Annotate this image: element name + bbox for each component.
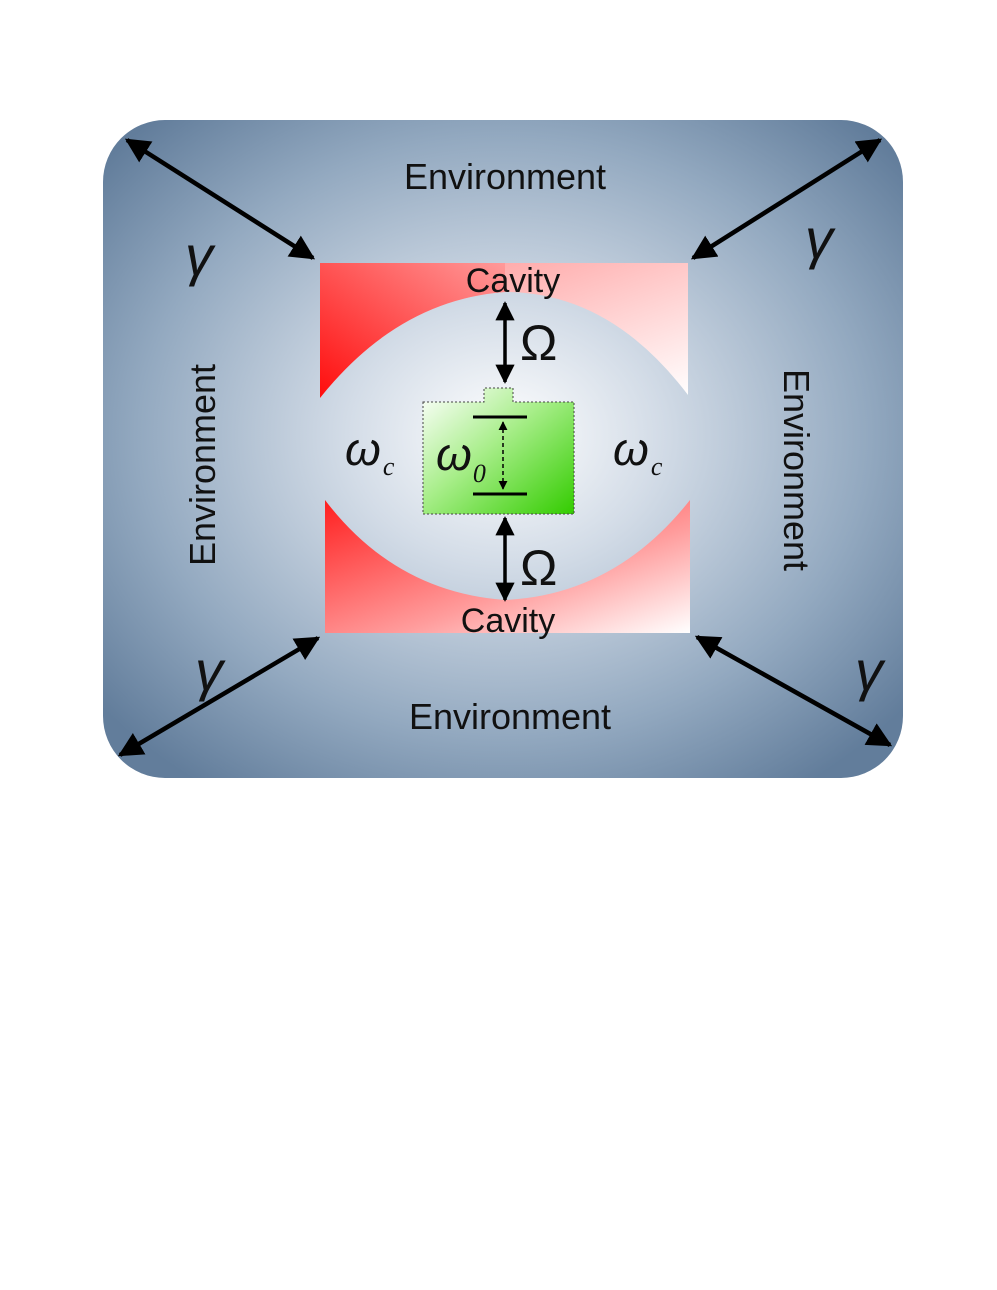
bottom-cavity-mirror xyxy=(325,500,690,633)
top-cavity-mirror xyxy=(320,263,688,398)
decay-arrow-bottom-right xyxy=(694,635,893,747)
coupling-label-top: Ω xyxy=(520,315,557,371)
cavity-frequency-left: ωc xyxy=(345,423,395,481)
cavity-label-top: Cavity xyxy=(466,262,560,300)
coupling-label-bottom: Ω xyxy=(520,540,557,596)
cavity-frequency-right: ωc xyxy=(613,423,663,481)
decay-label-top-left: γ xyxy=(185,224,216,287)
decay-arrow-top-right xyxy=(690,138,883,260)
decay-label-bottom-left: γ xyxy=(195,639,226,702)
two-level-atom xyxy=(422,387,575,515)
decay-arrow-top-left xyxy=(124,138,316,260)
decay-arrow-bottom-left xyxy=(117,636,321,757)
environment-label-top: Environment xyxy=(404,156,606,197)
decay-label-top-right: γ xyxy=(805,207,836,270)
environment-label-left: Environment xyxy=(182,364,223,566)
cavity-label-bottom: Cavity xyxy=(461,602,555,640)
environment-label-right: Environment xyxy=(776,369,817,571)
decay-label-bottom-right: γ xyxy=(855,639,886,702)
environment-label-bottom: Environment xyxy=(409,696,611,737)
atom-frequency: ω0 xyxy=(436,428,486,488)
